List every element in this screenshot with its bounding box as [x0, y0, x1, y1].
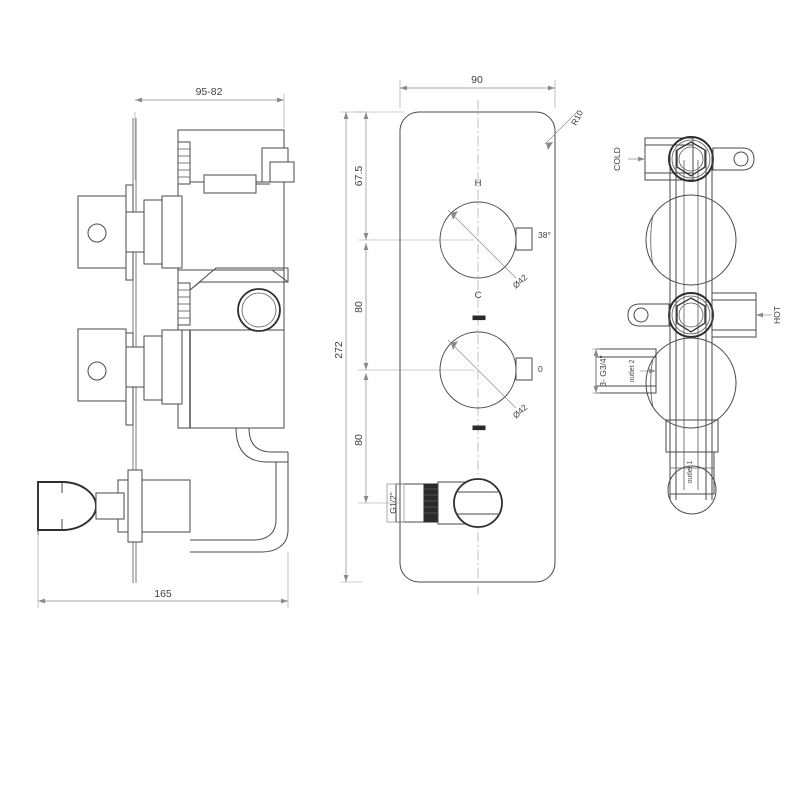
- callout-outlet-2: outlet 2: [629, 359, 656, 382]
- faceplate-outline: [399, 111, 556, 583]
- callout-cold: COLD: [612, 147, 645, 171]
- dim-front-width: 90: [399, 74, 556, 108]
- dim-front-vertical-chain: 67.5 80 80: [353, 111, 474, 504]
- upper-mounting-tab: [712, 147, 755, 171]
- dim-label-spacing-1: 80: [353, 301, 365, 313]
- lower-valve-body: [645, 337, 737, 429]
- front-view: H C 38° Ø42 0 Ø42: [333, 74, 585, 594]
- valve-spine: [669, 150, 713, 500]
- callout-label-cold: COLD: [612, 147, 622, 171]
- dim-corner-radius: R10: [544, 108, 585, 150]
- dim-label-overall-height: 272: [333, 341, 345, 359]
- outlet-thread-hatch: [423, 483, 439, 523]
- note-label-port-thread: 3- G3/4": [598, 355, 608, 386]
- knurl-lower: [177, 282, 191, 326]
- handle-marker-dash-bottom: [472, 425, 486, 431]
- dim-label-top-offset: 67.5: [353, 166, 365, 187]
- dim-side-length: 165: [37, 532, 289, 608]
- bottom-outlet: [395, 478, 503, 528]
- handle-marker-dash-top: [472, 315, 486, 321]
- callout-outlet-1: outlet 1: [687, 460, 694, 483]
- dim-label-radius: R10: [569, 108, 585, 127]
- handle-marker-hot: H: [475, 178, 482, 189]
- flow-handle-diameter-label: Ø42: [511, 402, 530, 420]
- upper-valve-body: [645, 194, 737, 286]
- callout-label-outlet-1: outlet 1: [687, 460, 694, 483]
- flow-handle-label: 0: [538, 364, 543, 374]
- dim-label-width: 90: [471, 74, 483, 86]
- outlet-1-barrel: [665, 419, 719, 515]
- handle-marker-cold: C: [475, 290, 482, 301]
- rear-plan-view: COLD HOT outlet 2 outlet 1 3- G3/4": [592, 136, 782, 515]
- handle-setpoint-label: 38°: [538, 230, 551, 240]
- temperature-handle[interactable]: H C 38° Ø42: [439, 178, 551, 301]
- callout-hot: HOT: [756, 306, 782, 324]
- callout-label-outlet-2: outlet 2: [629, 359, 636, 382]
- knurl-upper: [177, 141, 191, 185]
- note-port-thread: 3- G3/4": [592, 348, 608, 394]
- dim-label-length: 165: [154, 588, 172, 600]
- dim-side-depth: 95-82: [134, 86, 285, 180]
- hot-inlet-port: [711, 292, 757, 338]
- dim-label-spacing-2: 80: [353, 434, 365, 446]
- note-outlet-thread: G1/2": [386, 483, 405, 523]
- dim-label-depth: 95-82: [196, 86, 223, 98]
- dim-front-overall-height: 272: [333, 111, 362, 583]
- side-section-view: 95-82 165: [37, 86, 295, 608]
- lower-mounting-tab: [627, 303, 670, 327]
- flow-handle[interactable]: 0 Ø42: [439, 315, 543, 431]
- note-label-outlet-thread: G1/2": [388, 492, 398, 513]
- handle-diameter-label: Ø42: [511, 272, 530, 290]
- callout-label-hot: HOT: [772, 306, 782, 324]
